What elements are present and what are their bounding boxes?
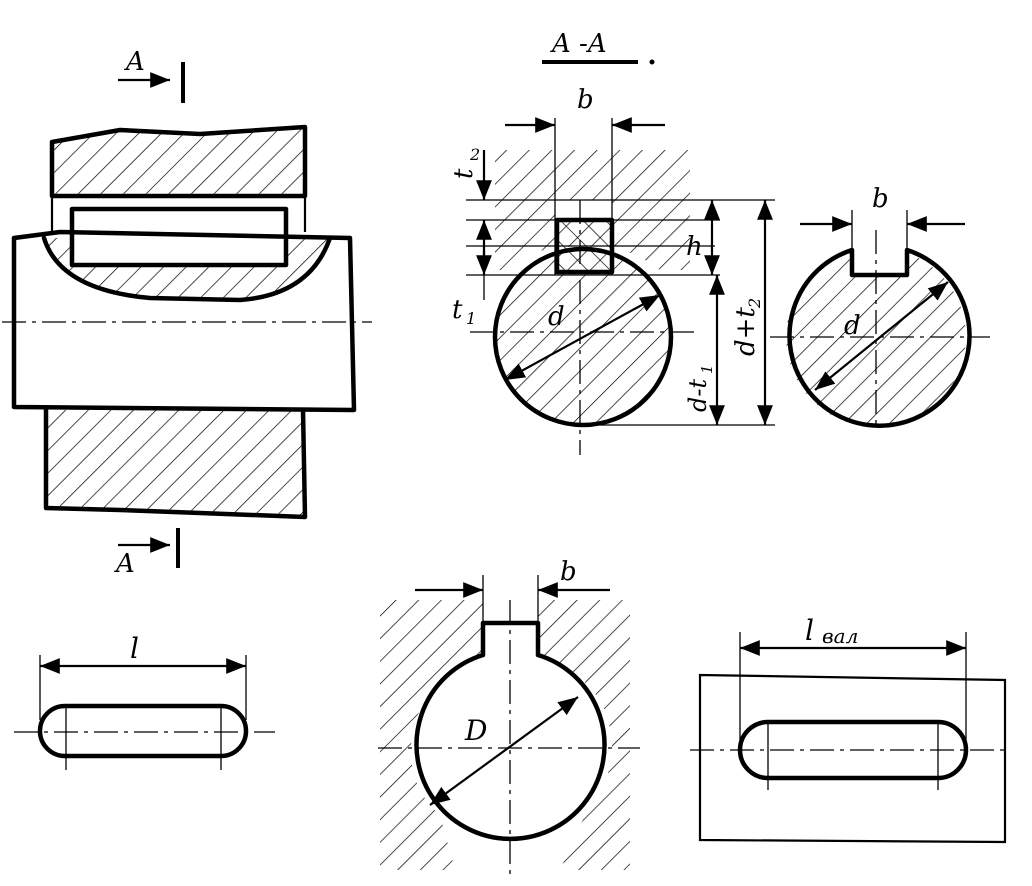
- dim-label-l-shaft-sub: вал: [822, 624, 858, 648]
- section-mark-bottom-label: A: [114, 549, 135, 579]
- section-a-a: A -A d b t 2: [449, 29, 775, 455]
- dim-label-d-right: d: [844, 311, 861, 341]
- dim-label-b-right: b: [872, 184, 889, 214]
- key-plan-view: l: [14, 632, 275, 770]
- shaft-plan-view: l вал: [690, 614, 1010, 844]
- shaft-keyway-section-view: b d: [770, 184, 990, 430]
- hub-upper-section: [52, 127, 305, 196]
- dim-label-d-minus-t1: d-t: [684, 379, 712, 412]
- dim-label-t1-sub: 1: [466, 309, 476, 328]
- dim-label-b-hub: b: [560, 557, 577, 587]
- dim-label-t2-sub: 2: [469, 145, 480, 164]
- section-mark-top-label: A: [124, 47, 145, 77]
- dim-label-l-key: l: [130, 632, 139, 665]
- section-title: A -A: [550, 29, 607, 59]
- dim-label-t1: t: [452, 295, 463, 325]
- shaft-body: [11, 229, 357, 413]
- dim-label-d-plus-t2: d+t: [731, 307, 761, 356]
- dim-label-t2: t: [449, 168, 479, 179]
- dim-label-D-hub: D: [464, 714, 487, 747]
- section-mark-bottom: A: [114, 528, 180, 579]
- key-outline: [37, 703, 249, 759]
- hub-lower-section: [46, 410, 305, 517]
- dim-label-d-plus-t2-sub: 2: [745, 298, 764, 309]
- shaft-cross-section: [492, 246, 674, 428]
- dim-label-l-shaft: l: [805, 614, 814, 647]
- dim-label-d-minus-t1-sub: 1: [698, 364, 716, 374]
- shaft-keyway-section: [44, 238, 330, 300]
- hub-bore-view: b D: [378, 557, 640, 875]
- section-mark-top: A: [118, 47, 185, 103]
- dim-label-h: h: [686, 232, 703, 262]
- dim-label-b-top: b: [577, 85, 594, 115]
- dim-label-d: d: [548, 302, 565, 332]
- longitudinal-section: A A: [2, 47, 372, 579]
